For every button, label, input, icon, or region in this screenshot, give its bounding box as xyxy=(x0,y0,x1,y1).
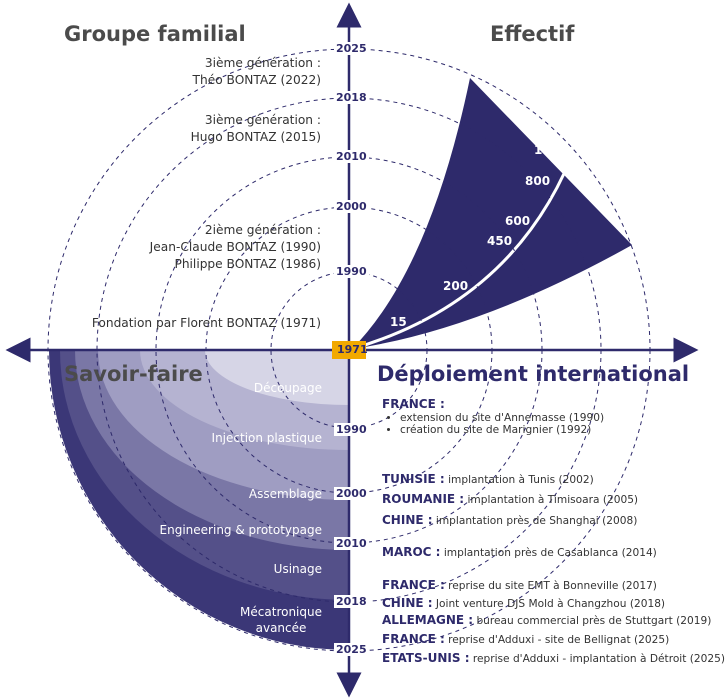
year-label-top-2000: 2000 xyxy=(334,200,369,213)
year-label-top-1990: 1990 xyxy=(334,265,369,278)
effectif-1000: 1000 xyxy=(534,143,568,157)
effectif-800: 800 xyxy=(525,174,551,188)
year-label-bottom-1990: 1990 xyxy=(334,423,369,436)
intl-france-3: FRANCE : reprise d'Adduxi - site de Bell… xyxy=(382,632,670,646)
title-effectif: Effectif xyxy=(490,22,575,46)
year-label-bottom-2025: 2025 xyxy=(334,643,369,656)
effectif-curve xyxy=(351,139,580,351)
effectif-15: 15 xyxy=(390,315,407,329)
band-decoupage xyxy=(205,350,349,405)
intl-maroc: MAROC : implantation près de Casablanca … xyxy=(382,545,657,559)
intl-france-2: FRANCE : reprise du site EMT à Bonnevill… xyxy=(382,578,657,592)
skill-mecatronique: Mécatronique avancée xyxy=(240,605,322,635)
skill-usinage: Usinage xyxy=(273,562,322,576)
family-gen3-theo: 3ième génération : Théo BONTAZ (2022) xyxy=(192,56,321,87)
origin-year: 1971 xyxy=(337,343,368,356)
intl-chine-1: CHINE : implantation près de Shanghai (2… xyxy=(382,513,638,527)
title-groupe-familial: Groupe familial xyxy=(64,22,246,46)
intl-roumanie: ROUMANIE : implantation à Timisoara (200… xyxy=(382,492,639,506)
intl-usa: ETATS-UNIS : reprise d'Adduxi - implanta… xyxy=(382,651,725,665)
intl-tunisie: TUNISIE : implantation à Tunis (2002) xyxy=(382,472,594,486)
origin-badge xyxy=(332,341,366,359)
skill-assemblage: Assemblage xyxy=(248,487,322,501)
effectif-450: 450 xyxy=(487,234,513,248)
year-label-bottom-2018: 2018 xyxy=(334,595,369,608)
skill-engineering: Engineering & prototypage xyxy=(159,523,322,537)
title-deploiement: Déploiement international xyxy=(377,362,690,386)
year-label-top-2018: 2018 xyxy=(334,91,369,104)
effectif-wedge xyxy=(352,78,632,349)
family-foundation: Fondation par Florent BONTAZ (1971) xyxy=(91,316,321,330)
effectif-200: 200 xyxy=(443,279,469,293)
year-label-bottom-2000: 2000 xyxy=(334,487,369,500)
skill-injection: Injection plastique xyxy=(211,431,322,445)
year-label-top-2025: 2025 xyxy=(334,42,369,55)
family-gen2: 2ième génération : Jean-Claude BONTAZ (1… xyxy=(149,223,321,271)
family-gen3-hugo: 3ième génération : Hugo BONTAZ (2015) xyxy=(190,113,321,144)
year-label-bottom-2010: 2010 xyxy=(334,537,369,550)
effectif-600: 600 xyxy=(505,214,531,228)
title-savoir-faire: Savoir-faire xyxy=(64,362,203,386)
intl-france-1990: FRANCE : extension du site d'Annemasse (… xyxy=(382,397,604,436)
intl-chine-2: CHINE : Joint venture DJS Mold à Changzh… xyxy=(382,596,666,610)
year-label-top-2010: 2010 xyxy=(334,150,369,163)
skill-decoupage: Découpage xyxy=(253,381,322,395)
intl-allemagne: ALLEMAGNE : bureau commercial près de St… xyxy=(382,613,712,627)
